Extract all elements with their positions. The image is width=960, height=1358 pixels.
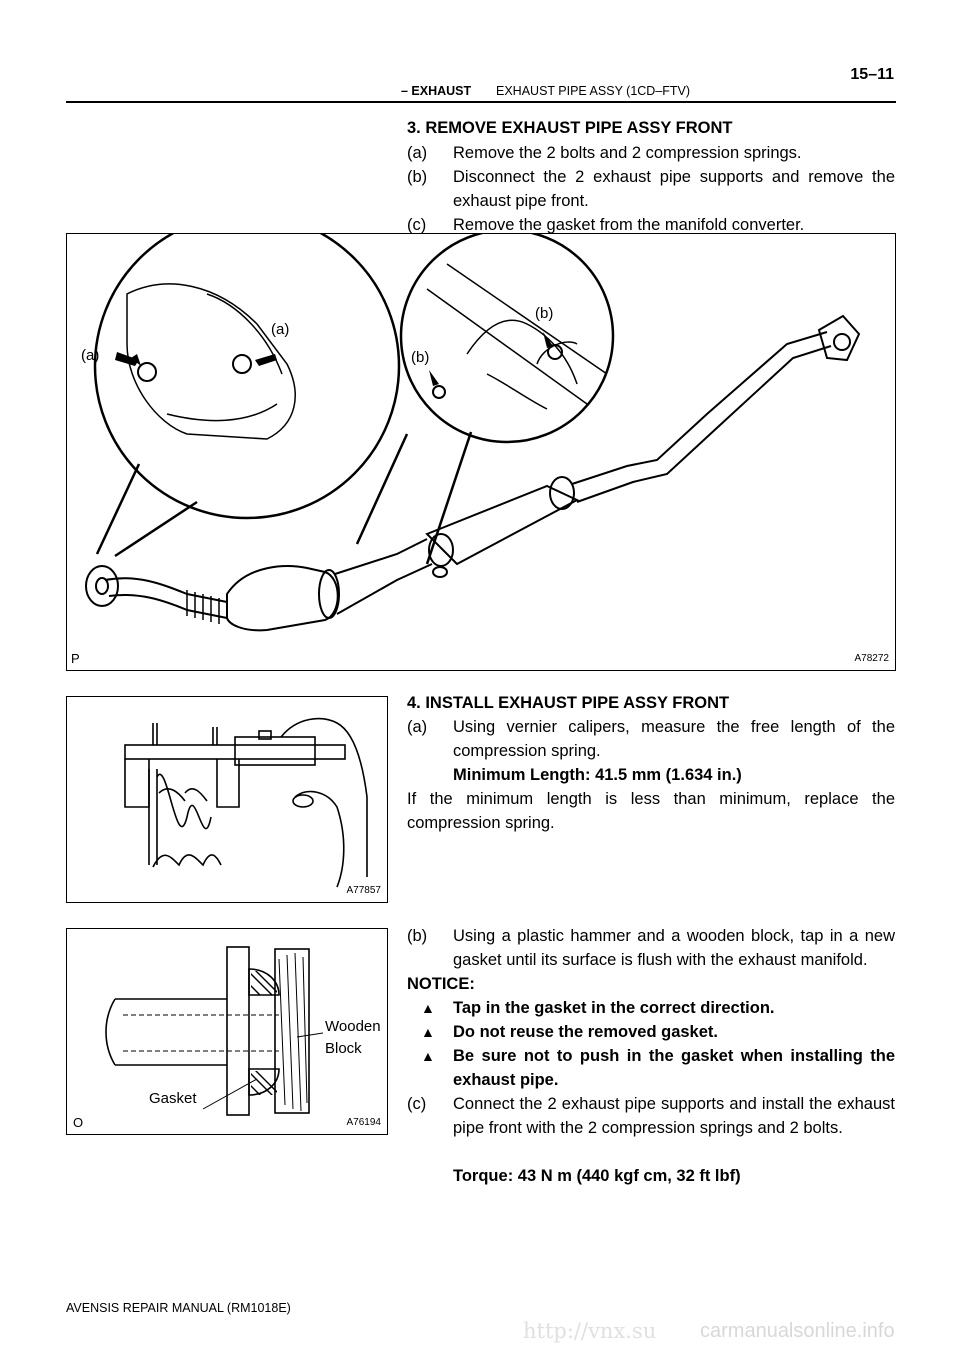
- watermark-site: carmanualsonline.info: [700, 1320, 895, 1342]
- step-text: Disconnect the 2 exhaust pipe supports a…: [453, 168, 895, 210]
- subsection-title: EXHAUST PIPE ASSY (1CD–FTV): [496, 84, 691, 98]
- step-text: Remove the gasket from the manifold conv…: [453, 216, 805, 234]
- callout-b-right: (b): [535, 305, 553, 322]
- callout-a-right: (a): [271, 321, 289, 338]
- step-label: (a): [407, 718, 428, 736]
- label-block: Block: [325, 1040, 362, 1057]
- step4-item-b: (b) Using a plastic hammer and a wooden …: [407, 924, 895, 972]
- figure-corner-mark: O: [73, 1115, 84, 1130]
- header-rule: [66, 101, 896, 103]
- min-length-spec: Minimum Length: 41.5 mm (1.634 in.): [453, 766, 742, 784]
- step3-title: 3. REMOVE EXHAUST PIPE ASSY FRONT: [407, 119, 733, 137]
- page-number: 15–11: [850, 66, 894, 83]
- step3-item-a: (a) Remove the 2 bolts and 2 compression…: [407, 141, 895, 165]
- step-label: (a): [407, 144, 428, 162]
- notice-text: Tap in the gasket in the correct directi…: [453, 999, 775, 1017]
- figure-code: A78272: [854, 653, 889, 664]
- callout-a-left: (a): [81, 347, 99, 364]
- step4-note: If the minimum length is less than minim…: [407, 790, 895, 832]
- exhaust-pipe-illustration: (a) (a) (b) (b) P A78272: [66, 212, 896, 671]
- label-wooden: Wooden: [325, 1018, 381, 1035]
- notice-title: NOTICE:: [407, 975, 475, 993]
- notice-text: Be sure not to push in the gasket when i…: [453, 1047, 895, 1089]
- notice-item: ▲ Tap in the gasket in the correct direc…: [407, 996, 895, 1020]
- step3-item-c: (c) Remove the gasket from the manifold …: [407, 213, 895, 237]
- step-text: Connect the 2 exhaust pipe supports and …: [453, 1095, 895, 1137]
- figure-code: A76194: [346, 1117, 381, 1128]
- triangle-bullet-icon: ▲: [421, 1000, 435, 1016]
- manual-footer: AVENSIS REPAIR MANUAL (RM1018E): [66, 1301, 291, 1315]
- section-name: – EXHAUST: [401, 84, 472, 98]
- vernier-caliper-illustration: A77857: [66, 696, 388, 903]
- figure-code: A77857: [346, 885, 381, 896]
- watermark-link[interactable]: http://vnx.su: [523, 1319, 657, 1343]
- step4-item-c: (c) Connect the 2 exhaust pipe supports …: [407, 1092, 895, 1188]
- notice-item: ▲ Do not reuse the removed gasket.: [407, 1020, 895, 1044]
- gasket-drawing: [105, 946, 324, 1116]
- notice-item: ▲ Be sure not to push in the gasket when…: [407, 1044, 895, 1092]
- step-label: (c): [407, 216, 427, 234]
- vernier-caliper-drawing: [124, 717, 368, 888]
- step3-item-b: (b) Disconnect the 2 exhaust pipe suppor…: [407, 165, 895, 213]
- gasket-illustration: Wooden Block Gasket O A76194: [66, 928, 388, 1135]
- step4-item-a: (a) Using vernier calipers, measure the …: [407, 715, 895, 787]
- step-text: Using vernier calipers, measure the free…: [453, 718, 895, 760]
- step-text: Remove the 2 bolts and 2 compression spr…: [453, 144, 802, 162]
- step-label: (b): [407, 168, 428, 186]
- step-text: Using a plastic hammer and a wooden bloc…: [453, 927, 895, 969]
- step-label: (c): [407, 1095, 427, 1113]
- step4-title: 4. INSTALL EXHAUST PIPE ASSY FRONT: [407, 694, 730, 712]
- notice-text: Do not reuse the removed gasket.: [453, 1023, 718, 1041]
- section-title: – EXHAUST: [401, 84, 471, 98]
- torque-spec: Torque: 43 N m (440 kgf cm, 32 ft lbf): [453, 1167, 741, 1185]
- triangle-bullet-icon: ▲: [421, 1048, 435, 1064]
- label-gasket: Gasket: [149, 1090, 197, 1107]
- triangle-bullet-icon: ▲: [421, 1024, 435, 1040]
- exhaust-pipe-drawing: (a) (a) (b) (b): [81, 212, 861, 632]
- figure-corner-mark: P: [71, 651, 80, 666]
- step-label: (b): [407, 927, 428, 945]
- callout-b-left: (b): [411, 349, 429, 366]
